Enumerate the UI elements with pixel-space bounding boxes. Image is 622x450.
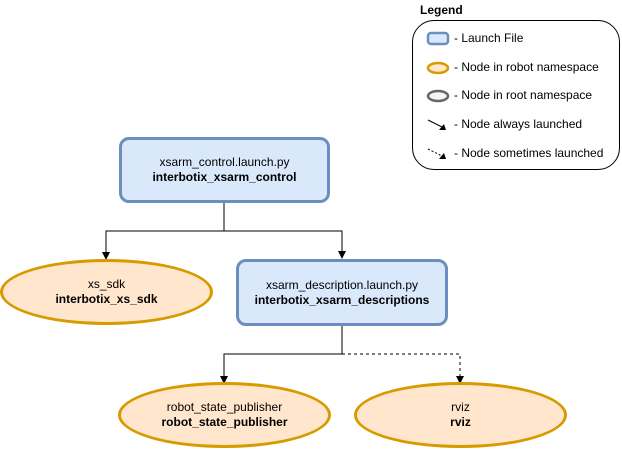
arrowhead: [456, 376, 464, 384]
node-file: rviz: [451, 400, 470, 414]
node-file: xs_sdk: [87, 277, 126, 291]
robot-namespace-swatch-icon: [426, 61, 450, 75]
node-robot-state-publisher[interactable]: robot_state_publisher robot_state_publis…: [118, 382, 331, 448]
node-package: rviz: [450, 415, 471, 429]
node-package: interbotix_xsarm_descriptions: [254, 292, 430, 307]
legend-item-root-namespace: - Node in root namespace: [454, 88, 593, 102]
node-file: xsarm_control.launch.py: [159, 155, 290, 169]
edge-description-to-rsp: [223, 325, 343, 383]
edge-control-to-description: [224, 230, 343, 258]
arrowhead: [102, 252, 110, 260]
arrowhead: [439, 153, 446, 159]
legend-item-always-launched: - Node always launched: [454, 117, 583, 131]
dashed-arrow-icon: [427, 148, 443, 157]
edge-description-to-rviz: [342, 353, 461, 378]
node-package: robot_state_publisher: [161, 415, 288, 429]
arrowhead: [338, 251, 346, 259]
edge-control-to-xs-sdk: [105, 203, 225, 259]
node-file: xsarm_description.launch.py: [265, 277, 419, 292]
arrowhead: [439, 124, 446, 130]
node-rviz[interactable]: rviz rviz: [354, 382, 567, 448]
legend-item-launch-file: - Launch File: [454, 31, 524, 45]
legend-title: Legend: [420, 3, 463, 17]
root-namespace-swatch-icon: [426, 89, 450, 103]
node-xs-sdk[interactable]: xs_sdk interbotix_xs_sdk: [0, 259, 213, 325]
node-xsarm-control-launch[interactable]: xsarm_control.launch.py interbotix_xsarm…: [119, 137, 330, 203]
legend-item-robot-namespace: - Node in robot namespace: [454, 60, 599, 74]
arrowhead: [220, 376, 228, 384]
legend-box: [412, 20, 620, 170]
node-package: interbotix_xsarm_control: [152, 170, 297, 184]
node-package: interbotix_xs_sdk: [55, 292, 158, 306]
solid-arrow-icon: [427, 119, 443, 128]
legend-item-sometimes-launched: - Node sometimes launched: [454, 146, 604, 160]
node-xsarm-description-launch[interactable]: xsarm_description.launch.py interbotix_x…: [236, 259, 448, 326]
node-file: robot_state_publisher: [166, 400, 283, 414]
